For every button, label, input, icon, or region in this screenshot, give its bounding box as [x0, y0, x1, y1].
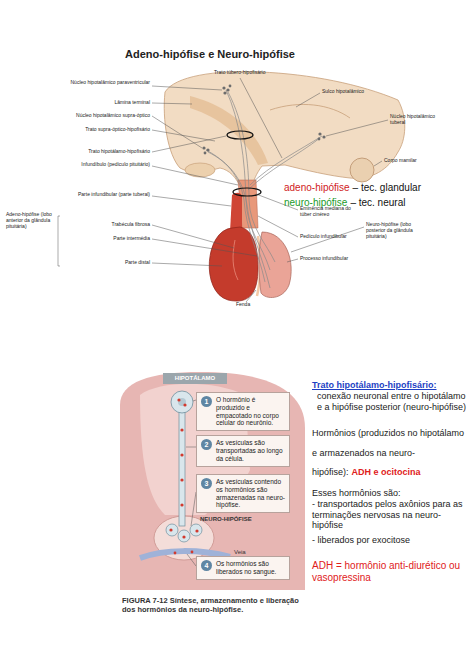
axon-terminals	[166, 524, 202, 542]
pars-tuberalis	[230, 193, 242, 232]
nuclei-dots	[202, 85, 325, 155]
part-label: Trato túbero-hipofisário	[214, 70, 294, 76]
part-label: Neuro-hipófise (lobo posterior da glându…	[366, 222, 430, 239]
pituitary-gland	[209, 180, 291, 301]
step-box: 2 As vesículas são transportadas ao longo…	[196, 435, 290, 466]
section-rings	[227, 131, 261, 196]
step-text: As vesículas são transportadas ao longo …	[216, 439, 285, 462]
note-text: Esses hormônios são:	[312, 488, 468, 499]
region-tag: HIPOTÁLAMO	[163, 375, 227, 382]
leader-lines	[58, 78, 388, 302]
tissue-label: adeno-hipófise	[284, 182, 350, 194]
cell-nucleus	[178, 398, 186, 406]
mamillary-body	[350, 158, 374, 182]
note-highlight: ADH = hormônio anti-diurético ou vasopre…	[312, 560, 468, 584]
part-label: Trato hipotálamo-hipofisário	[60, 149, 150, 155]
diagram-title: Adeno-hipófise e Neuro-hipófise	[110, 48, 310, 61]
part-label: Pedículo infundibular	[300, 234, 370, 240]
step-box: 3 As vesículas contendo os hormônios são …	[196, 474, 290, 513]
part-label: Trato supra-óptico-hipofisário	[60, 127, 150, 133]
note-highlight: ADH e ocitocina	[352, 467, 421, 477]
brain-ground	[120, 372, 305, 590]
region-label: Veia	[234, 549, 264, 556]
callout-number: 1	[201, 396, 212, 407]
note-text: conexão neuronal entre o hipotálamo e a …	[317, 391, 468, 413]
callout-number: 4	[201, 560, 212, 571]
part-label: Corpo mamilar	[384, 158, 434, 164]
part-label: Parte distal	[62, 260, 150, 266]
tissue-label: – tec. neural	[350, 197, 405, 209]
callout-number: 3	[201, 478, 212, 489]
part-label: Núcleo hipotalâmico tuberal	[390, 114, 438, 126]
part-label: Lâmina terminal	[60, 100, 150, 106]
neurohypophysis-figure	[120, 372, 305, 590]
part-label: Núcleo hipotalâmico supra-óptico	[60, 113, 150, 119]
callout-number: 2	[201, 439, 212, 450]
note-heading: Trato hipotálamo-hipofisário:	[312, 380, 468, 391]
part-label: Adeno-hipófise (lobo anterior da glândul…	[6, 212, 56, 229]
part-label: Infundíbulo (pedículo pituitário)	[60, 162, 150, 168]
part-label: Sulco hipotalâmico	[322, 89, 386, 95]
part-label: Fenda	[236, 302, 276, 308]
part-label: Processo infundibular	[300, 256, 364, 262]
optic-chiasm	[185, 163, 215, 177]
part-label: Parte infundibular (parte tuberal)	[60, 192, 150, 198]
step-box: 1 O hormônio é produzido e empacotado no …	[196, 392, 290, 431]
step-text: O hormônio é produzido e empacotado no c…	[216, 396, 285, 427]
anterior-lobe	[209, 227, 258, 301]
cell-body	[171, 391, 193, 413]
note-text: - liberados por exocitose	[312, 535, 468, 546]
fibrous-trabecula	[233, 240, 238, 280]
step-text: As vesículas contendo os hormônios são a…	[216, 478, 285, 509]
axon	[179, 412, 185, 526]
part-label: Trabécula fibrosa	[62, 222, 150, 228]
hormone-vesicles	[169, 398, 198, 554]
part-label: Núcleo hipotalâmico paraventricular	[60, 80, 150, 86]
hypothalamus-tag	[163, 373, 227, 384]
text-group: Trato hipotálamo-hipofisário:conexão neu…	[312, 380, 468, 584]
note-text: - transportados pelos axônios para as te…	[312, 499, 468, 531]
hypothalamic-sulcus	[270, 104, 350, 118]
step-text: Os hormônios são liberados no sangue.	[216, 560, 285, 576]
figure-caption: FIGURA 7-12 Síntese, armazenamento e lib…	[122, 597, 308, 614]
step-box: 4 Os hormônios são liberados no sangue.	[196, 556, 290, 580]
tissue-label: – tec. glandular	[353, 182, 421, 194]
region-label: NEURO-HIPÓFISE	[200, 516, 280, 523]
text-group: adeno-hipófise– tec. glandular	[284, 182, 421, 194]
ventricle-wall	[190, 96, 268, 165]
step-leaders	[186, 400, 196, 566]
part-label: Parte intermédia	[62, 236, 150, 242]
part-label: Eminência mediana do túber cinéreo	[300, 206, 362, 218]
